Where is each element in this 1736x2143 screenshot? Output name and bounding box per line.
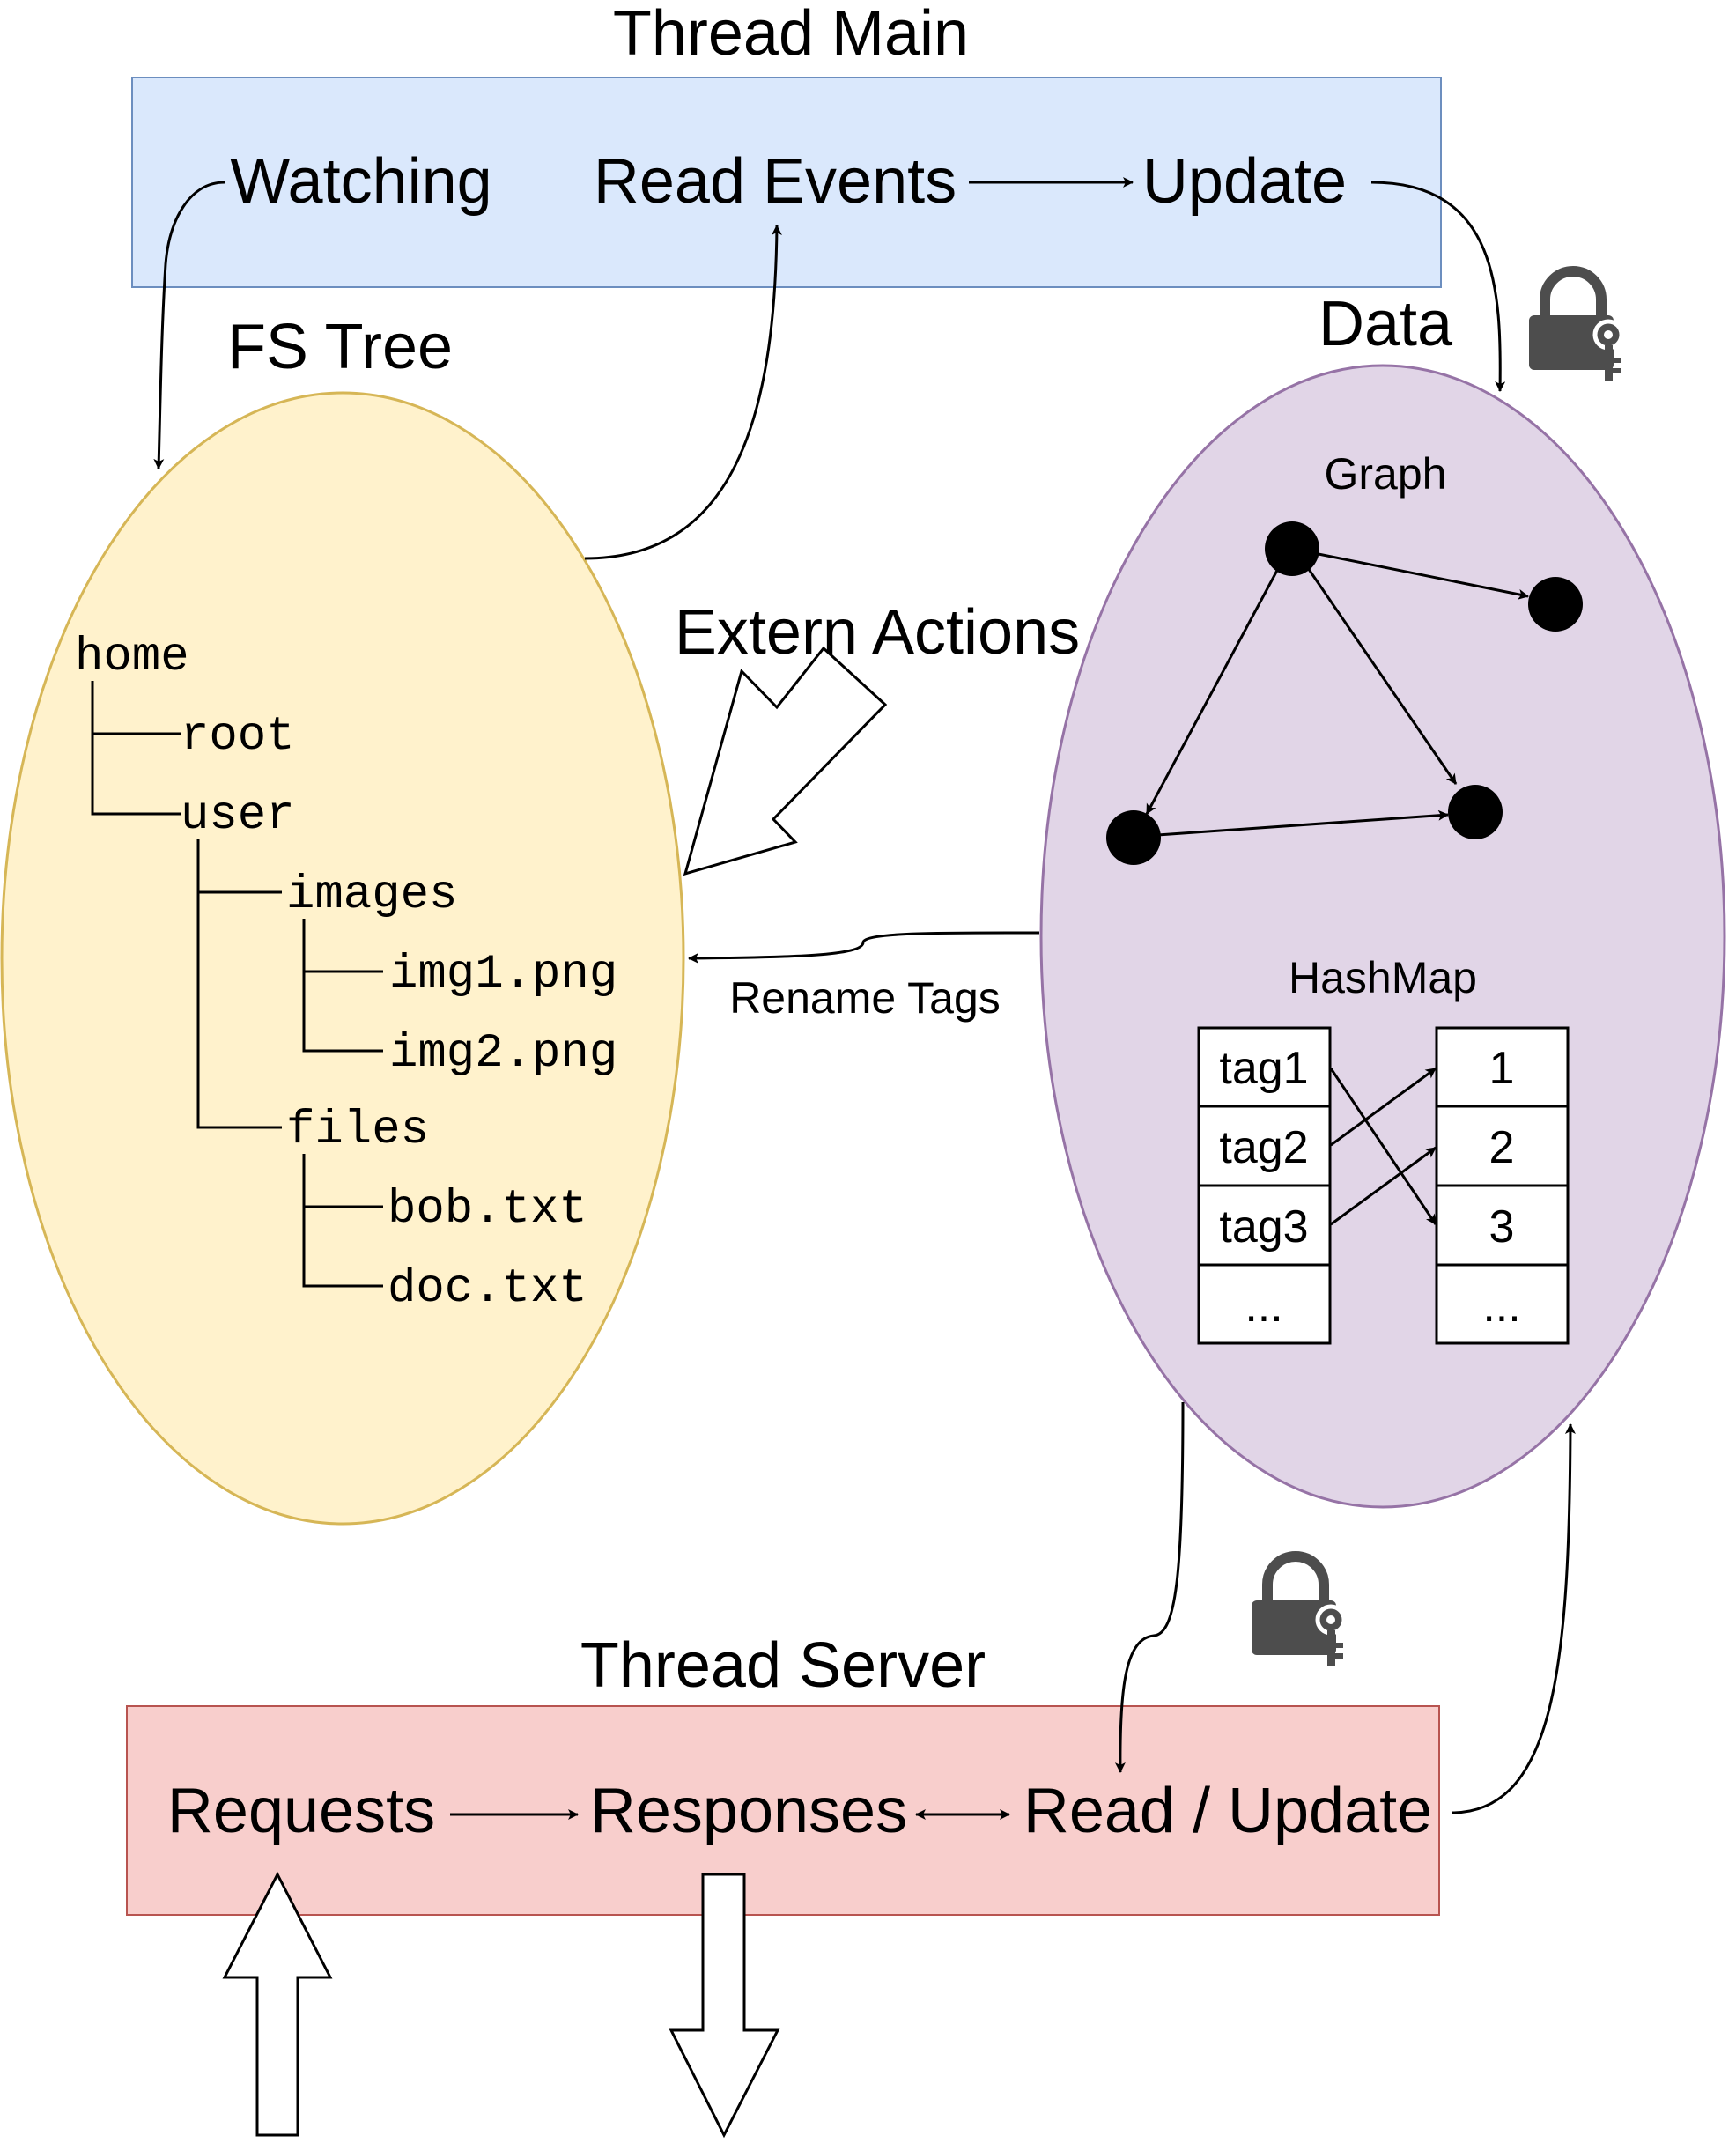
hashmap-value-cell	[1435, 1263, 1570, 1345]
tree-line-files-children	[302, 1154, 383, 1288]
read-events-step: Read Events	[594, 146, 957, 217]
graph-node	[1528, 577, 1583, 632]
rename-tags-arrow	[688, 931, 1040, 964]
fs-tree-group: FS Tree home root user images img1.png i…	[0, 312, 685, 1526]
graph-diagram	[1106, 521, 1583, 865]
data-group: Data Graph HashMap tag1 tag2 tag3 ...	[1039, 271, 1726, 1509]
read-update-to-data-arrow	[1451, 1423, 1576, 1814]
thread-server-title: Thread Server	[580, 1630, 986, 1701]
watching-step: Watching	[230, 146, 491, 217]
graph-node	[1265, 521, 1319, 576]
lock-icon-main	[1529, 271, 1621, 381]
tree-node-home: home	[75, 631, 189, 684]
requests-step: Requests	[167, 1776, 435, 1846]
tree-node-img1: img1.png	[389, 948, 617, 1001]
outgoing-responses-arrow	[669, 1873, 780, 2139]
tree-node-user: user	[181, 789, 295, 843]
thread-server-group: Thread Server Requests Responses Read / …	[126, 1556, 1440, 1916]
responses-step: Responses	[590, 1776, 907, 1846]
watching-to-fstree-arrow	[153, 181, 225, 469]
hashmap-link-tag1	[1329, 1068, 1437, 1225]
update-to-data-arrow	[1370, 181, 1506, 392]
graph-edge-3	[1304, 565, 1458, 785]
tree-node-images: images	[286, 868, 457, 922]
tree-node-files: files	[286, 1104, 429, 1157]
thread-main-group: Thread Main Watching Read Events Update	[131, 0, 1442, 288]
tree-node-img2: img2.png	[389, 1027, 617, 1081]
hashmap-key: tag2	[1219, 1122, 1308, 1173]
graph-edge-4	[1132, 809, 1449, 839]
hashmap-key: tag3	[1219, 1201, 1308, 1253]
hashmap-table: tag1 tag2 tag3 ... 1 2 3 ...	[1197, 1026, 1570, 1345]
hashmap-link-tag2	[1330, 1067, 1437, 1147]
hashmap-link-tag3	[1330, 1146, 1437, 1226]
graph-edge-2	[1145, 565, 1282, 815]
data-to-read-update-arrow	[1114, 1401, 1185, 1773]
read-update-step: Read / Update	[1023, 1776, 1432, 1846]
hashmap-key: tag1	[1219, 1043, 1308, 1094]
fs-tree-title: FS Tree	[227, 312, 453, 382]
data-title: Data	[1319, 289, 1453, 359]
rename-tags-label: Rename Tags	[729, 973, 1001, 1023]
graph-node	[1448, 785, 1503, 839]
tree-line-home	[91, 681, 181, 816]
extern-actions-arrow	[683, 646, 888, 876]
hashmap-label: HashMap	[1289, 953, 1477, 1002]
data-ellipse	[1039, 364, 1726, 1509]
hashmap-value: 3	[1489, 1201, 1515, 1253]
update-step: Update	[1142, 146, 1347, 217]
hashmap-value: 1	[1489, 1043, 1515, 1094]
graph-edge-1	[1291, 547, 1529, 600]
thread-main-title: Thread Main	[613, 0, 969, 69]
thread-main-box	[131, 77, 1442, 288]
extern-actions-label: Extern Actions	[675, 597, 1080, 668]
fstree-to-read-events-arrow	[584, 225, 782, 560]
hashmap-value-cell	[1435, 1105, 1570, 1187]
hashmap-value: ...	[1482, 1281, 1520, 1332]
tree-line-images-children	[302, 919, 383, 1053]
incoming-requests-arrow	[222, 1871, 333, 2137]
tree-node-root: root	[181, 710, 295, 764]
hashmap-value: 2	[1489, 1122, 1515, 1173]
thread-server-box	[126, 1705, 1440, 1916]
graph-node	[1106, 810, 1161, 865]
tree-line-user	[196, 839, 282, 1129]
hashmap-key-cell	[1197, 1105, 1332, 1187]
lock-icon-server	[1252, 1556, 1344, 1666]
tree-node-bob: bob.txt	[388, 1183, 587, 1237]
fs-tree-ellipse	[0, 391, 685, 1526]
hashmap-key: ...	[1245, 1281, 1282, 1332]
graph-label: Graph	[1325, 449, 1447, 499]
hashmap-key-cell	[1197, 1263, 1332, 1345]
tree-node-doc: doc.txt	[388, 1262, 587, 1316]
